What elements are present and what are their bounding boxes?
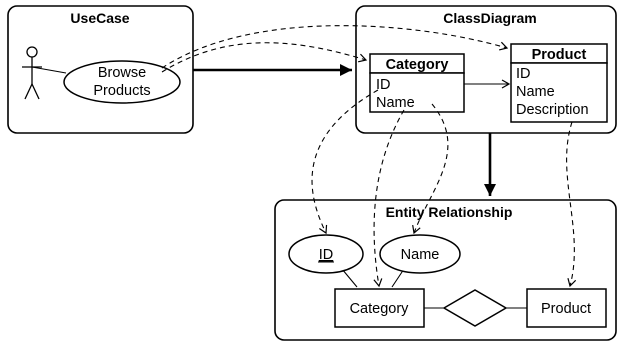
er-id-attribute-link [341,268,358,288]
er-attribute-name: Name [379,234,461,274]
er-entity-product: Product [526,288,607,328]
actor-association-line [31,66,67,74]
class-product-attr-description: Description [516,102,589,118]
er-name-attribute-link [391,268,405,288]
er-panel: Entity Relationship ID Name Category Pro… [274,199,617,341]
class-category-attr-id: ID [376,77,391,93]
er-relationship-diamond [442,289,508,327]
usecase-label-line2: Products [93,83,150,99]
class-category-title: Category [386,57,449,73]
er-attribute-id-label: ID [319,247,334,263]
class-category: Category ID Name [369,53,465,113]
er-entity-product-label: Product [541,301,591,317]
usecase-panel-title: UseCase [70,10,129,26]
class-product-attr-id: ID [516,66,531,82]
er-entity-category: Category [334,288,425,328]
class-product-attr-name: Name [516,84,555,100]
class-product-title: Product [532,47,587,63]
class-diagram-panel-title: ClassDiagram [443,10,536,26]
usecase-label-line1: Browse [98,65,146,81]
trace-product-class-to-er-entity [566,121,577,288]
trace-category-id-to-er-id [311,89,379,235]
trace-category-name-to-er-name [412,103,449,235]
class-product: Product ID Name Description [510,43,608,123]
er-panel-title: Entity Relationship [386,204,513,220]
er-entity-category-label: Category [350,301,410,317]
class-diagram-panel: ClassDiagram Category ID Name Product ID… [355,5,617,134]
usecase-panel: UseCase Browse Products [7,5,194,134]
trace-category-class-to-er-entity [373,109,405,288]
er-attribute-name-label: Name [401,247,440,263]
actor-icon [22,46,42,100]
usecase-browse-products: Browse Products [63,60,181,104]
class-category-attr-name: Name [376,95,415,111]
er-attribute-id: ID [288,234,364,274]
trace-usecase-to-category [161,42,368,73]
